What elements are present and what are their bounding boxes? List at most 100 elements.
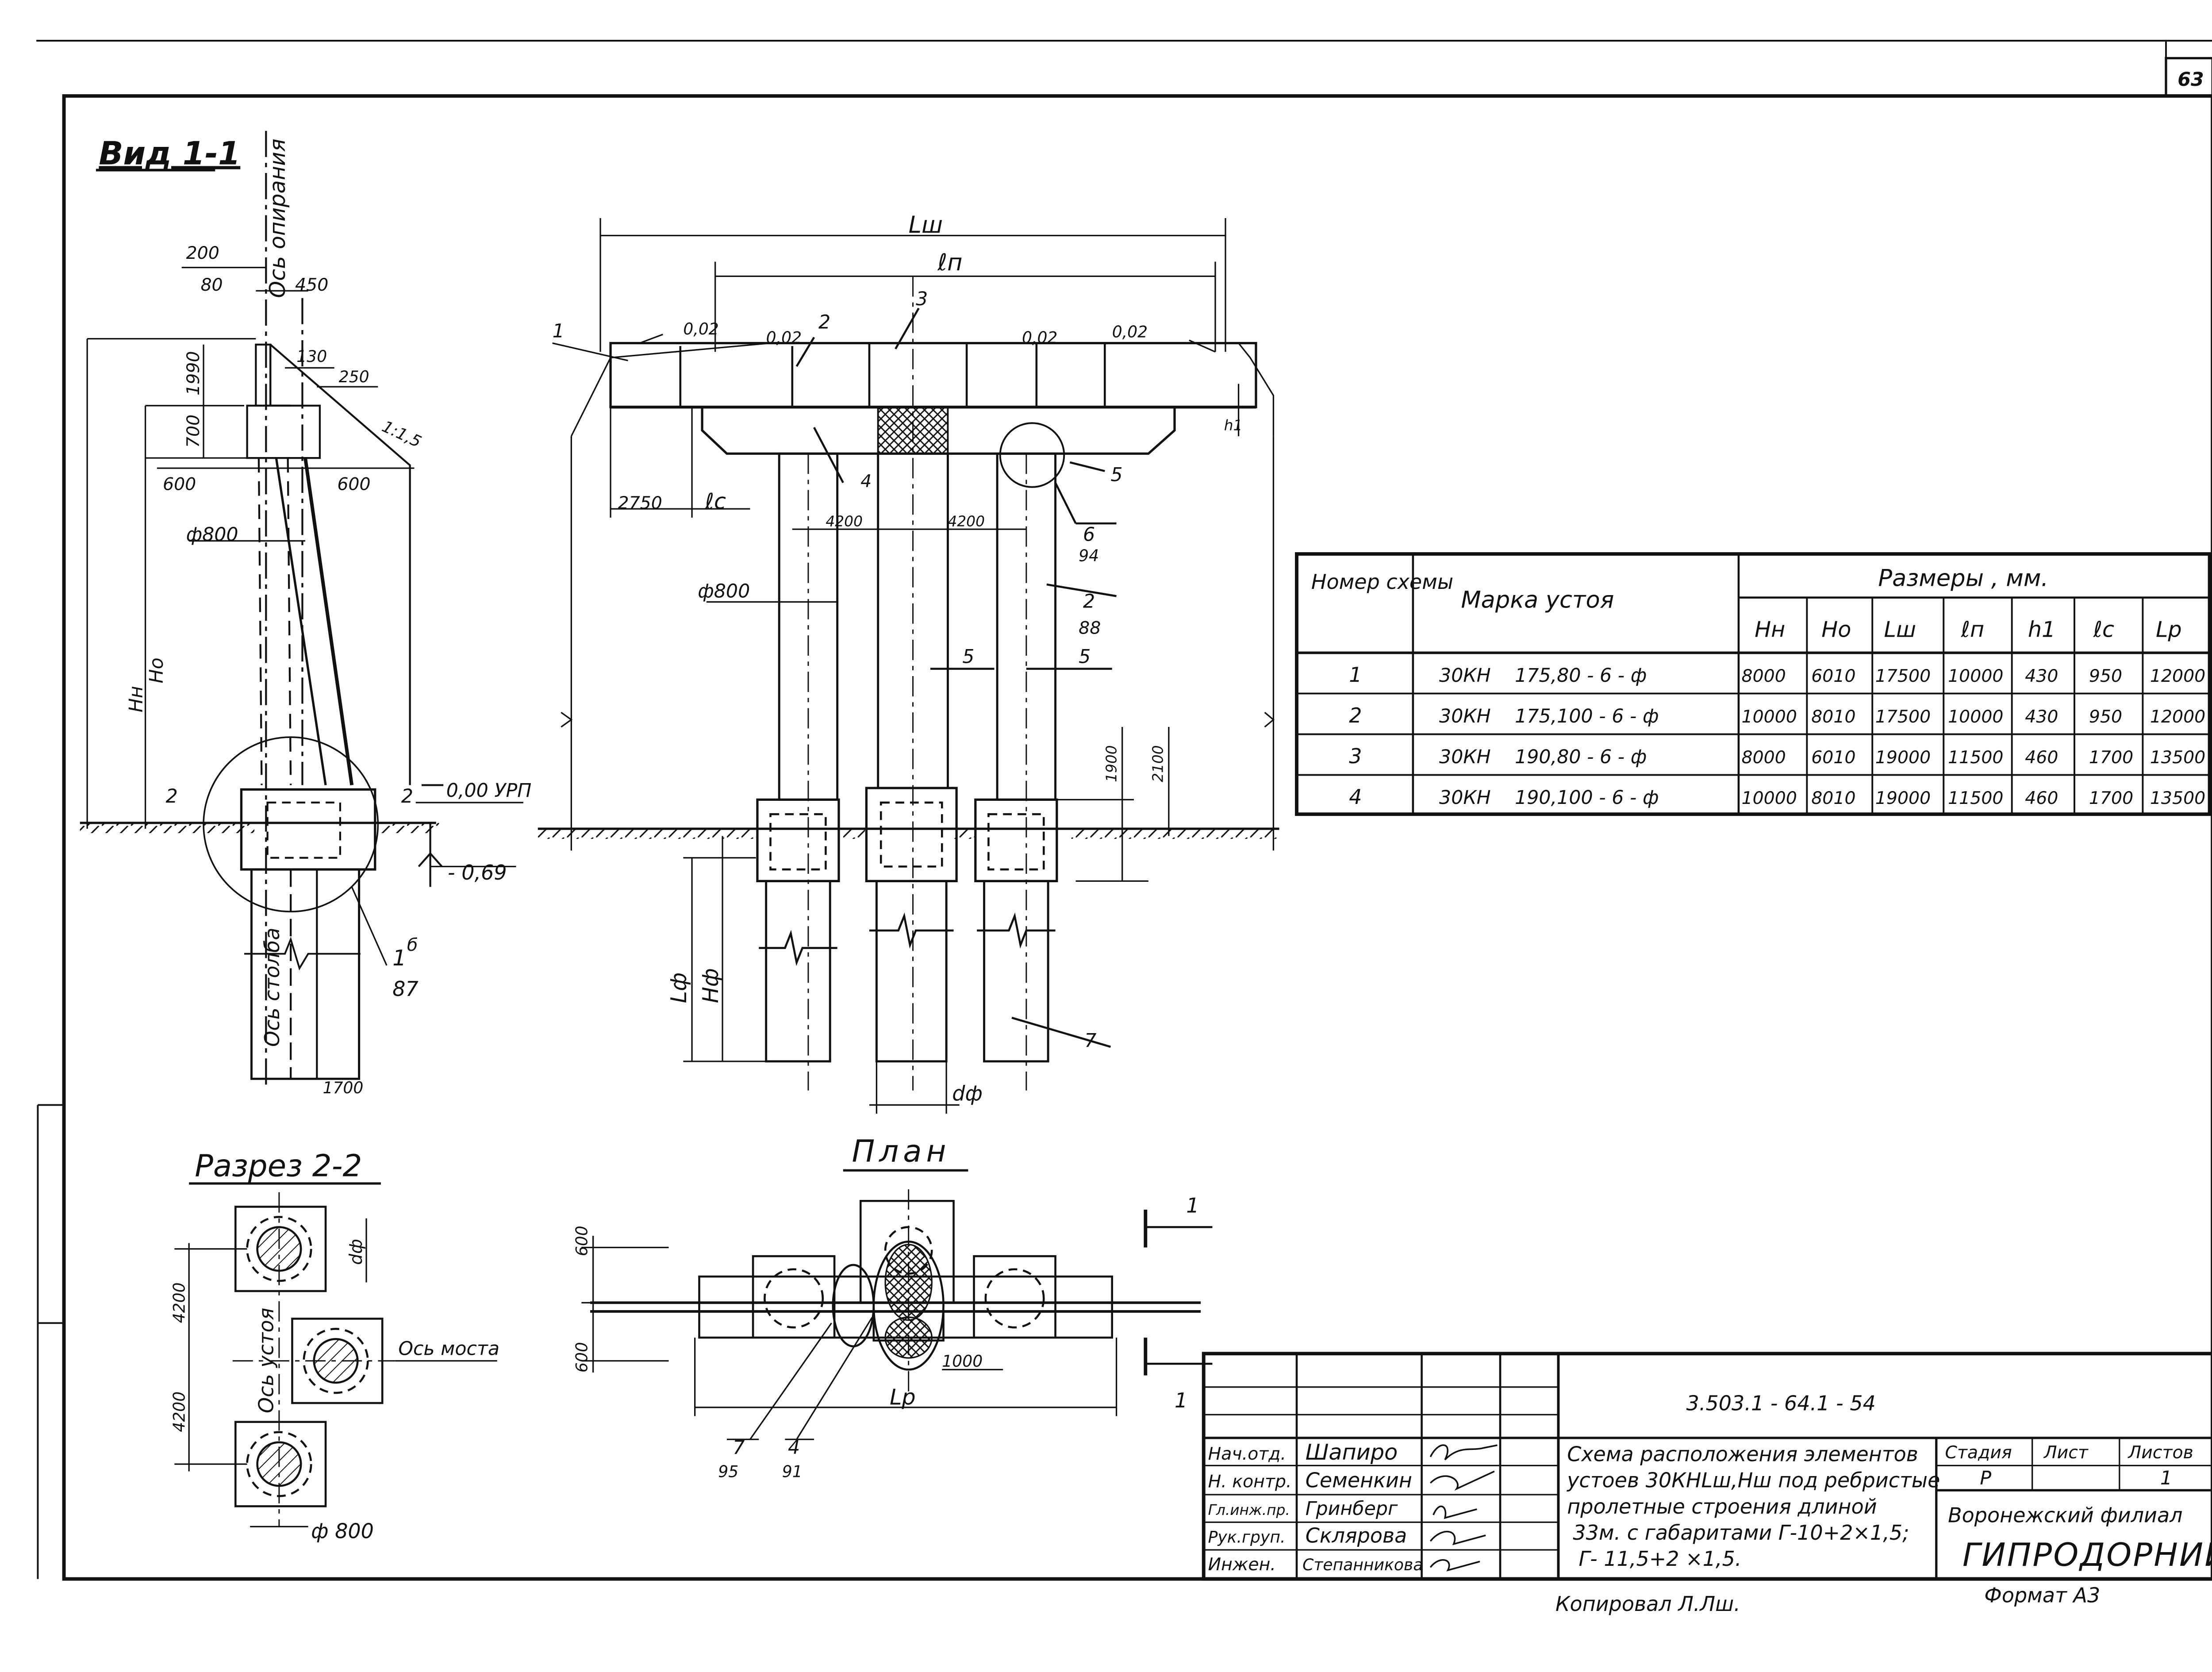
dim-label: 1000	[942, 1352, 983, 1371]
dim-label: Hф	[698, 968, 723, 1003]
svg-text:Степанникова: Степанникова	[1302, 1555, 1423, 1574]
table-cell-scheme: 3	[1349, 744, 1362, 768]
dim-label: 450	[295, 275, 328, 295]
svg-text:ℓп: ℓп	[1961, 616, 1985, 642]
dim-label: 80	[200, 275, 223, 295]
stage-value: Р	[1980, 1467, 1991, 1489]
table-cell-value: 19000	[1875, 788, 1931, 808]
svg-text:Рук.груп.: Рук.груп.	[1208, 1528, 1286, 1547]
node-ref: 1	[392, 945, 406, 971]
dim-label: 4200	[826, 513, 863, 530]
table-cell-value: 950	[2089, 666, 2122, 686]
mark-label: 1	[553, 320, 565, 342]
copied-by: Копировал Л.Лш.	[1555, 1592, 1740, 1616]
table-size-headers: Hн Hо Lш ℓп h1 ℓc Lр	[1755, 616, 2182, 642]
table-cell-value: 950	[2089, 707, 2122, 727]
slope-label: 1:1,5	[379, 417, 424, 451]
svg-text:Гл.инж.пр.: Гл.инж.пр.	[1208, 1502, 1290, 1518]
section-mark: 2	[166, 785, 178, 807]
table-cell-mark: 30КН 190,100 - 6 - ф	[1439, 787, 1659, 809]
mark-label: 2	[818, 311, 830, 334]
table-cell-value: 1700	[2089, 747, 2133, 768]
dim-label: 4200	[169, 1391, 188, 1432]
axis-abutment-label: Ось устоя	[254, 1308, 278, 1413]
node-page: 87	[392, 977, 419, 1001]
mark-label: 2	[1083, 591, 1095, 613]
dim-label: 250	[339, 367, 369, 386]
dim-label: 130	[296, 347, 327, 366]
stage-label: Стадия	[1945, 1442, 2012, 1463]
dim-label: 600	[163, 474, 196, 494]
table-cell-value: 12000	[2150, 666, 2205, 686]
dim-label: dф	[346, 1239, 366, 1265]
svg-text:Н. контр.: Н. контр.	[1208, 1472, 1292, 1492]
mark-label: 95	[718, 1462, 738, 1481]
mark-label: 3	[916, 288, 928, 310]
dim-label: Lш	[909, 211, 943, 238]
view-1-1: Вид 1-1 Ось опирания 200 80 450 130 250 …	[80, 131, 532, 1097]
dimensions-table: Номер схемы Марка устоя Размеры , мм. Hн…	[1295, 552, 2212, 816]
urp-level-label: 0,00 УРП	[446, 780, 532, 802]
sheets-label: Листов	[2128, 1442, 2193, 1463]
table-cell-value: 11500	[1948, 788, 2003, 808]
table-header-sizes: Размеры , мм.	[1878, 565, 2048, 592]
dim-label: Lф	[666, 972, 691, 1003]
dim-label: Lp	[890, 1384, 916, 1410]
table-cell-value: 13500	[2150, 747, 2205, 768]
table-cell-value: 6010	[1811, 666, 1855, 686]
dim-label: dф	[952, 1082, 983, 1106]
section-mark-bottom: 1	[1175, 1388, 1187, 1412]
svg-text:Hн: Hн	[1755, 616, 1785, 642]
dim-label: 1900	[1103, 745, 1120, 782]
table-cell-mark: 30КН 190,80 - 6 - ф	[1439, 746, 1647, 768]
mark-label: 88	[1079, 618, 1101, 638]
section-2-2: Разрез 2-2 4200 4200 dф ф 800 Ось устоя …	[169, 1148, 499, 1543]
sheet-format: Формат А3	[1984, 1583, 2100, 1607]
dim-label: 1990	[183, 351, 204, 395]
table-cell-value: 1700	[2089, 788, 2133, 808]
dim-label: h1	[1224, 417, 1243, 434]
dim-label: ℓc	[705, 488, 726, 514]
axis-support-label: Ось опирания	[265, 138, 290, 298]
svg-text:Нач.отд.: Нач.отд.	[1208, 1444, 1286, 1464]
svg-text:Склярова: Склярова	[1306, 1524, 1407, 1548]
dim-label: 1700	[323, 1078, 363, 1097]
section-mark: 2	[401, 785, 413, 807]
table-cell-value: 430	[2025, 707, 2058, 727]
mark-label: 91	[782, 1462, 803, 1481]
mark-label: 4	[788, 1437, 800, 1459]
node-ref-sup: б	[407, 935, 418, 955]
slope-label: 0,02	[1022, 328, 1057, 347]
signatures	[1429, 1444, 1498, 1572]
table-cell-value: 10000	[1742, 707, 1797, 727]
table-cell-scheme: 2	[1349, 703, 1362, 727]
org-branch: Воронежский филиал	[1948, 1503, 2182, 1527]
table-cell-value: 460	[2025, 747, 2058, 768]
front-view: Lш ℓп 0,02 0,02 0,02 0,02 1 2 3 4 5 5 5 …	[538, 211, 1279, 1114]
slope-label: 0,02	[683, 319, 718, 338]
mark-label: 4	[860, 471, 872, 492]
table-cell-value: 17500	[1875, 666, 1931, 686]
slope-label: 0,02	[1112, 322, 1148, 341]
table-cell-scheme: 4	[1349, 785, 1362, 809]
svg-text:Шапиро: Шапиро	[1306, 1439, 1398, 1465]
level-label: - 0,69	[448, 861, 507, 884]
table-header-scheme: Номер схемы	[1311, 570, 1453, 594]
drawing-description: Схема расположения элементов устоев 30КН…	[1566, 1442, 1947, 1571]
table-cell-value: 13500	[2150, 788, 2205, 808]
table-cell-mark: 30КН 175,80 - 6 - ф	[1439, 665, 1647, 687]
dim-label: ф800	[698, 580, 750, 603]
org-name: ГИПРОДОРНИИ	[1962, 1537, 2212, 1574]
sheets-value: 1	[2160, 1467, 2172, 1489]
section-mark-top: 1	[1186, 1194, 1199, 1218]
dim-label: Hо	[146, 657, 168, 683]
dim-label: 600	[337, 474, 370, 494]
table-cell-value: 12000	[2150, 707, 2205, 727]
dim-label: 700	[183, 415, 204, 448]
view-1-1-title: Вид 1-1	[99, 135, 240, 172]
table-cell-value: 8010	[1811, 788, 1855, 808]
mark-label: 5	[1110, 464, 1122, 486]
title-block: 3.503.1 - 64.1 - 54 Нач.отд. Шапиро Н. к…	[1202, 1352, 2212, 1581]
dim-label: 4200	[169, 1282, 188, 1323]
sheet-label: Лист	[2043, 1442, 2089, 1463]
